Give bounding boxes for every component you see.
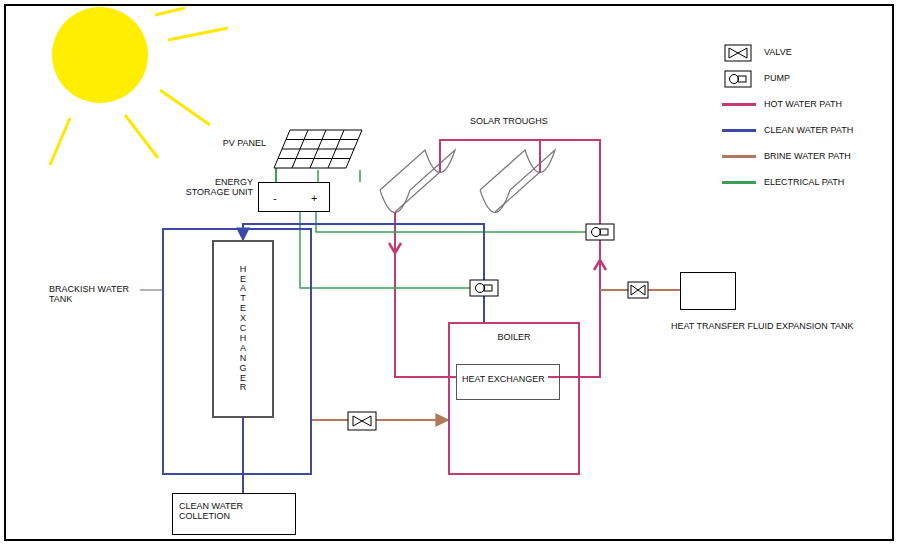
legend-item: VALVE [720, 44, 880, 62]
legend-text: VALVE [764, 47, 792, 57]
node-text: BRACKISH WATER TANK [49, 284, 139, 305]
leader-line [140, 290, 162, 291]
valve-symbol [348, 412, 376, 430]
flow-connector [243, 224, 484, 322]
legend-item: CLEAN WATER PATH [720, 122, 880, 140]
solar-trough [380, 150, 555, 213]
legend-text: CLEAN WATER PATH [764, 125, 853, 135]
pv-panel-wire [360, 170, 361, 182]
legend-item: ELECTRICAL PATH [720, 174, 880, 192]
node-text: CLEAN WATER COLLETION [173, 494, 265, 522]
pump-symbol [586, 224, 614, 240]
frame [5, 5, 893, 540]
legend-item: BRINE WATER PATH [720, 148, 880, 166]
legend-swatch [722, 155, 756, 158]
hot-water-path [389, 140, 680, 377]
pump-symbol [470, 280, 498, 296]
legend-item: HOT WATER PATH [720, 96, 880, 114]
node-text: HEAT TRANSFER FLUID EXPANSION TANK [671, 321, 854, 331]
expansion-tank-box: HEAT TRANSFER FLUID EXPANSION TANK [680, 272, 736, 310]
flow-connector [312, 419, 448, 421]
collection-box: CLEAN WATER COLLETION [172, 493, 296, 535]
pump-symbol [724, 70, 754, 88]
sun [50, 7, 228, 165]
storage-box: ENERGY STORAGE UNIT-+ [258, 182, 330, 212]
tank-box: BRACKISH WATER TANKHEAT EXCHANGER [162, 228, 312, 475]
heat-exchanger-box: HEAT EXCHANGER [212, 240, 274, 418]
node-text: HEAT EXCHANGER [239, 265, 248, 394]
legend-swatch [722, 103, 756, 106]
legend-text: PUMP [764, 73, 790, 83]
node-text: + [311, 192, 317, 205]
legend-swatch [722, 129, 756, 132]
legend-item: PUMP [720, 70, 880, 88]
node-text: HEAT EXCHANGER [457, 365, 559, 393]
flow-connector [275, 168, 277, 182]
legend-text: HOT WATER PATH [764, 99, 842, 109]
node-text: PV PANEL [194, 138, 266, 148]
group-label: SOLAR TROUGHS [470, 116, 548, 126]
legend-swatch [722, 181, 756, 184]
legend-text: ELECTRICAL PATH [764, 177, 844, 187]
node-text: ENERGY STORAGE UNIT [177, 177, 253, 198]
electrical-path [300, 170, 586, 288]
pv-panel: PV PANEL [272, 128, 364, 170]
node-text: - [273, 192, 277, 205]
heat-exchanger-box: HEAT EXCHANGER [456, 364, 560, 400]
node-text: BOILER [450, 332, 578, 342]
legend-text: BRINE WATER PATH [764, 151, 851, 161]
boiler-box: BOILER HEAT EXCHANGER [448, 322, 580, 475]
pv-panel-symbol [272, 128, 364, 170]
valve-symbol [724, 44, 754, 62]
valve-symbol [628, 282, 648, 298]
flow-connector [242, 418, 244, 493]
